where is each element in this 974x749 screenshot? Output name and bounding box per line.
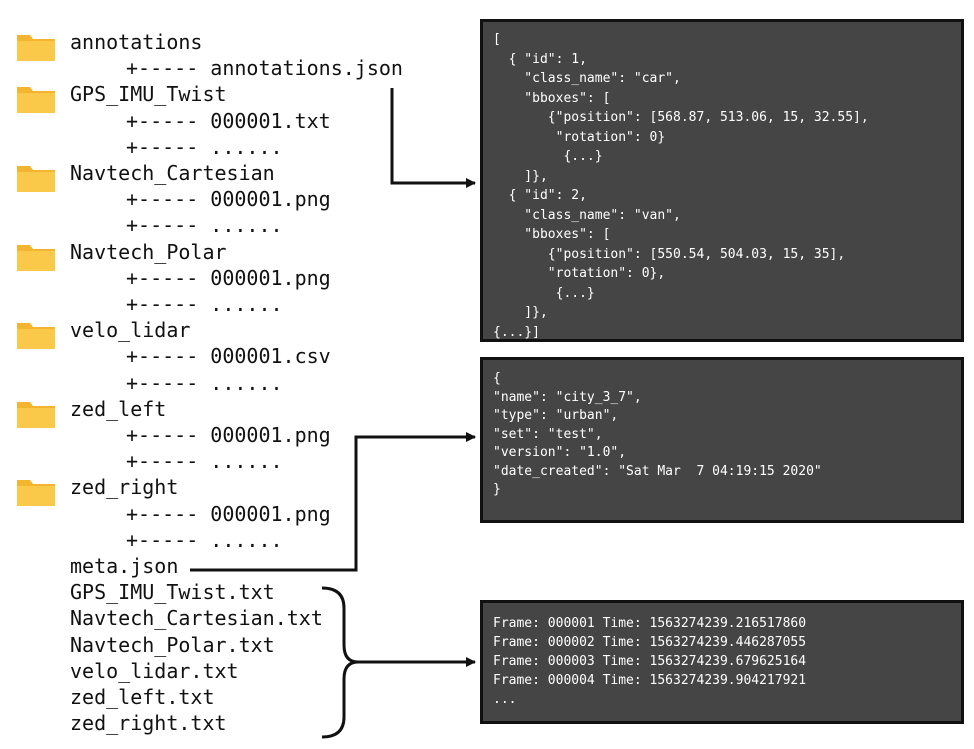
folder-icon (17, 244, 55, 271)
timestamps-panel: Frame: 000001 Time: 1563274239.216517860… (480, 600, 964, 724)
annotations-json-line: "rotation": 0}, (493, 266, 666, 281)
annotations-json-line: ]}, (493, 168, 548, 184)
folder-icon (17, 480, 55, 507)
annotations-json-line: {"position": [568.87, 513.06, 15, 32.55]… (493, 110, 869, 125)
meta-json-line: "set": "test", (493, 426, 603, 442)
folder-name[interactable]: zed_left (70, 396, 167, 421)
file-entry[interactable]: +----- 000001.png (126, 501, 331, 526)
root-file[interactable]: meta.json (70, 554, 179, 578)
file-entry[interactable]: +----- 000001.png (126, 265, 331, 290)
timestamp-line: ... (493, 692, 517, 707)
file-entry[interactable]: +----- 000001.txt (126, 108, 331, 133)
root-file[interactable]: Navtech_Cartesian.txt (70, 606, 323, 631)
annotations-json-line: ]}, (493, 305, 548, 320)
folder-icon (17, 166, 55, 192)
meta-json-line: "type": "urban", (493, 408, 619, 423)
annotations-json-line: {...}] (493, 324, 540, 340)
folder-name[interactable]: annotations (70, 30, 203, 54)
root-file[interactable]: GPS_IMU_Twist.txt (70, 580, 275, 605)
file-entry[interactable]: +----- 000001.png (126, 187, 331, 212)
root-file[interactable]: Navtech_Polar.txt (70, 632, 275, 657)
annotations-json-line: { "id": 1, (493, 51, 587, 67)
annotations-json-line: "class_name": "van", (493, 207, 681, 223)
annotations-json-line: {...} (493, 149, 603, 164)
annotations-json-line: "class_name": "car", (493, 71, 681, 86)
annotations-json-line: {"position": [550.54, 504.03, 15, 35], (493, 246, 846, 262)
folder-icon (17, 401, 55, 428)
file-entry[interactable]: +----- ...... (126, 213, 283, 238)
file-entry[interactable]: +----- annotations.json (126, 56, 403, 81)
file-entry[interactable]: +----- ...... (126, 449, 283, 474)
root-file[interactable]: velo_lidar.txt (70, 658, 239, 683)
timestamp-line: Frame: 000004 Time: 1563274239.904217921 (493, 673, 807, 688)
file-entry[interactable]: +----- ...... (126, 370, 283, 395)
folder-name[interactable]: velo_lidar (70, 318, 191, 343)
folder-icon (17, 87, 55, 114)
meta-json-line: "name": "city_3_7", (493, 389, 642, 405)
timestamp-line: Frame: 000001 Time: 1563274239.216517860 (493, 616, 807, 631)
annotations-json-panel: [ { "id": 1, "class_name": "car", "bboxe… (480, 19, 964, 342)
folder-name[interactable]: Navtech_Polar (70, 239, 227, 264)
meta-json-line: } (493, 482, 501, 497)
folder-icon (17, 323, 55, 350)
root-file[interactable]: zed_right.txt (70, 711, 227, 736)
file-entry[interactable]: +----- ...... (126, 292, 283, 316)
annotations-json-line: [ (493, 32, 501, 47)
annotations-json-line: "rotation": 0} (493, 129, 666, 145)
folder-name[interactable]: zed_right (70, 475, 179, 500)
meta-json-line: "date_created": "Sat Mar 7 04:19:15 2020… (493, 463, 822, 479)
txt-files-brace (321, 586, 359, 739)
file-entry[interactable]: +----- 000001.png (126, 423, 331, 447)
timestamp-line: Frame: 000003 Time: 1563274239.679625164 (493, 654, 807, 669)
annotations-json-line: "bboxes": [ (493, 227, 611, 242)
meta-json-line: "version": "1.0", (493, 445, 627, 460)
folder-name[interactable]: GPS_IMU_Twist (70, 82, 227, 107)
meta-json-panel: { "name": "city_3_7", "type": "urban", "set… (480, 357, 964, 523)
file-entry[interactable]: +----- ...... (126, 134, 283, 159)
file-entry[interactable]: +----- 000001.csv (126, 344, 331, 369)
meta-json-line: { (493, 371, 501, 386)
folder-icon (17, 35, 55, 61)
annotations-json-line: "bboxes": [ (493, 90, 611, 106)
annotations-json-line: {...} (493, 285, 595, 301)
root-file[interactable]: zed_left.txt (70, 685, 215, 709)
folder-name[interactable]: Navtech_Cartesian (70, 161, 275, 185)
annotations-json-line: { "id": 2, (493, 188, 587, 203)
annotations-arrow (390, 88, 476, 188)
timestamp-line: Frame: 000002 Time: 1563274239.446287055 (493, 635, 807, 650)
file-entry[interactable]: +----- ...... (126, 527, 283, 552)
